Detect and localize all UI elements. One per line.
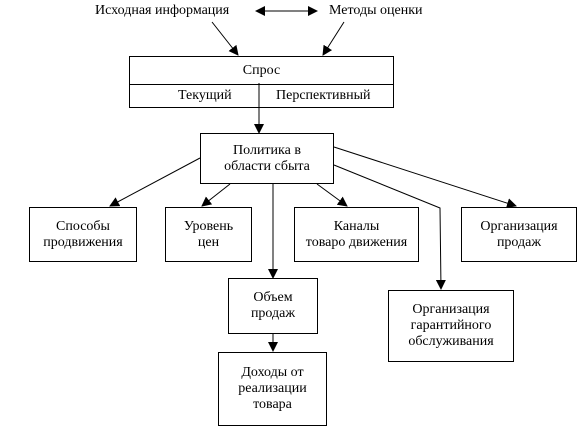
revenue-label: Доходы от реализации товара xyxy=(238,365,307,412)
channels-label: Каналы товаро движения xyxy=(305,218,408,250)
arrow-policy-channels xyxy=(316,183,348,207)
price-level-box: Уровень цен xyxy=(165,207,252,262)
sales-org-label: Организация продаж xyxy=(480,218,558,250)
demand-box: Спрос Текущий Перспективный xyxy=(129,56,394,108)
promotion-label: Способы продвижения xyxy=(43,218,123,250)
channels-box: Каналы товаро движения xyxy=(294,207,419,262)
demand-types: Текущий Перспективный xyxy=(130,85,393,109)
warranty-box: Организация гарантийного обслуживания xyxy=(388,290,514,362)
arrow-methods-demand xyxy=(322,21,345,56)
demand-current: Текущий xyxy=(178,88,232,103)
revenue-box: Доходы от реализации товара xyxy=(218,352,327,426)
arrow-policy-price xyxy=(201,183,231,207)
promotion-box: Способы продвижения xyxy=(29,207,137,262)
sales-volume-box: Объем продаж xyxy=(228,278,318,334)
arrow-policy-salesorg xyxy=(333,146,517,208)
arrow-policy-promotion xyxy=(109,157,201,207)
demand-title: Спрос xyxy=(130,57,393,85)
methods-label: Методы оценки xyxy=(329,3,423,18)
source-info-label: Исходная информация xyxy=(95,3,230,18)
demand-prospective: Перспективный xyxy=(276,88,371,103)
policy-label: Политика в области сбыта xyxy=(224,142,310,174)
sales-org-box: Организация продаж xyxy=(461,207,577,262)
sales-volume-label: Объем продаж xyxy=(250,290,296,321)
arrow-info-demand xyxy=(211,21,239,56)
warranty-label: Организация гарантийного обслуживания xyxy=(408,302,494,349)
price-level-label: Уровень цен xyxy=(183,218,234,250)
arrow-policy-warranty xyxy=(333,164,446,290)
policy-box: Политика в области сбыта xyxy=(200,133,334,184)
